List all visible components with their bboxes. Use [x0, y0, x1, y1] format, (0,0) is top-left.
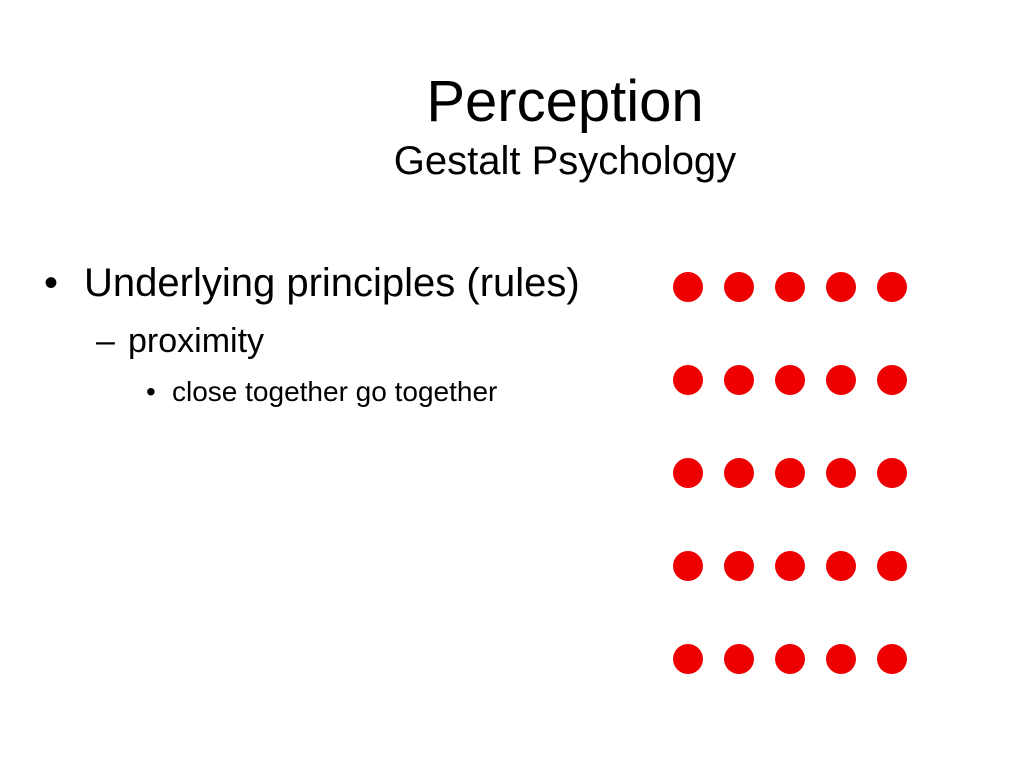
dot — [775, 272, 805, 302]
dot — [724, 644, 754, 674]
dot — [826, 458, 856, 488]
bullet-text: proximity — [128, 322, 265, 360]
dot — [724, 551, 754, 581]
dot — [673, 644, 703, 674]
dot — [673, 365, 703, 395]
bullet-level1: • Underlying principles (rules) — [44, 258, 664, 308]
bullet-marker: • — [146, 376, 156, 407]
dot — [673, 458, 703, 488]
dot — [877, 551, 907, 581]
dot — [724, 458, 754, 488]
dot — [877, 272, 907, 302]
dot — [724, 365, 754, 395]
dot — [724, 272, 754, 302]
dot — [775, 458, 805, 488]
bullet-text: Underlying principles (rules) — [84, 261, 580, 305]
slide-subtitle: Gestalt Psychology — [393, 139, 737, 183]
dot — [775, 365, 805, 395]
dot — [877, 458, 907, 488]
bullet-level2: – proximity — [44, 320, 664, 362]
dot-grid — [673, 272, 907, 680]
dot — [877, 365, 907, 395]
dot — [826, 365, 856, 395]
dot — [775, 644, 805, 674]
slide-title: Perception — [426, 69, 704, 134]
bullet-text: close together go together — [172, 376, 498, 407]
bullet-list: • Underlying principles (rules) – proxim… — [44, 258, 664, 410]
title-block: Perception Gestalt Psychology — [300, 68, 830, 186]
dot — [673, 272, 703, 302]
dot — [673, 551, 703, 581]
bullet-level3: • close together go together — [44, 374, 664, 410]
dash-marker: – — [96, 322, 115, 360]
bullet-marker: • — [44, 261, 59, 305]
dot — [826, 644, 856, 674]
dot — [775, 551, 805, 581]
dot — [877, 644, 907, 674]
dot — [826, 272, 856, 302]
dot — [826, 551, 856, 581]
